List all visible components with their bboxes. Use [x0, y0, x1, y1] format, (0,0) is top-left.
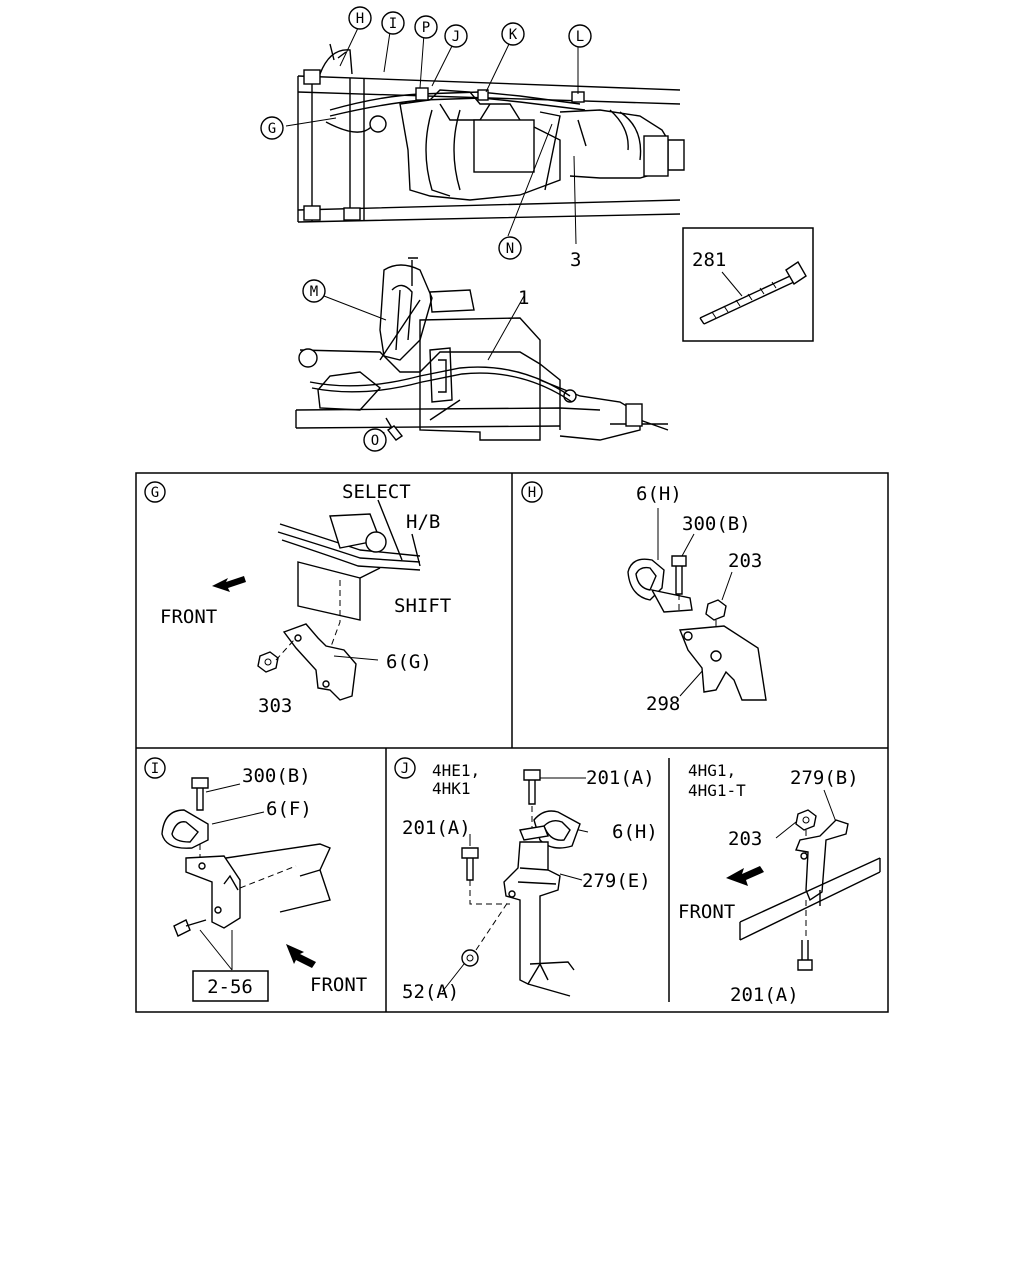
cable-tie-inset: 281: [682, 227, 814, 342]
label-front: FRONT: [310, 974, 367, 996]
svg-text:N: N: [506, 241, 514, 257]
chassis-top-view: [285, 27, 685, 245]
svg-text:G: G: [151, 485, 159, 501]
svg-text:P: P: [422, 20, 430, 36]
engine-variant-a-line1: 4HE1,: [432, 761, 480, 780]
svg-text:H: H: [528, 485, 536, 501]
svg-text:K: K: [509, 27, 518, 43]
bolt-icon: [461, 847, 479, 881]
part-203: 203: [728, 550, 762, 572]
front-arrow-icon: [286, 944, 316, 968]
callout-p: P: [414, 15, 438, 39]
nut-icon: [795, 809, 817, 831]
chassis-side-view: [295, 257, 669, 441]
callout-g: G: [260, 116, 284, 140]
part-303: 303: [258, 695, 292, 717]
part-279e: 279(E): [582, 870, 651, 892]
nut-icon: [461, 949, 479, 967]
label-shift: SHIFT: [394, 595, 451, 617]
bolt-icon: [671, 555, 687, 595]
callout-n: N: [498, 236, 522, 260]
part-201a-left: 201(A): [402, 817, 471, 839]
bolt-icon: [191, 777, 209, 811]
callout-k: K: [501, 22, 525, 46]
engine-variant-b-line2: 4HG1-T: [688, 781, 746, 800]
part-279b: 279(B): [790, 767, 859, 789]
part-6h: 6(H): [612, 821, 658, 843]
nut-icon: [257, 651, 279, 673]
part-52a: 52(A): [402, 981, 459, 1003]
part-203: 203: [728, 828, 762, 850]
part-298: 298: [646, 693, 680, 715]
svg-text:H: H: [356, 11, 364, 27]
callout-l: L: [568, 24, 592, 48]
detail-panel-j: J 4HE1, 4HK1 201(A) 201(A) 6(H) 279(E) 5…: [394, 757, 881, 1006]
front-arrow-icon: [726, 866, 764, 886]
part-number-1: 1: [518, 287, 529, 309]
part-201a: 201(A): [730, 984, 799, 1006]
svg-text:G: G: [268, 121, 276, 137]
svg-text:I: I: [151, 761, 159, 777]
svg-text:L: L: [576, 29, 584, 45]
engine-variant-b-line1: 4HG1,: [688, 761, 736, 780]
detail-panel-i: I 300(B) 6(F) FRONT 2-56: [144, 757, 367, 1002]
detail-panel-g: G SELECT H/B SHIFT FRONT 6(G) 303: [144, 481, 451, 717]
callout-m: M: [302, 279, 326, 303]
svg-text:O: O: [371, 433, 379, 449]
label-front: FRONT: [160, 606, 217, 628]
callout-o: O: [363, 428, 387, 452]
callout-i: I: [381, 11, 405, 35]
nut-icon: [705, 599, 727, 621]
front-arrow-icon: [212, 576, 246, 592]
svg-text:2-56: 2-56: [207, 976, 253, 998]
label-hb: H/B: [406, 511, 440, 533]
part-6f: 6(F): [266, 798, 312, 820]
label-select: SELECT: [342, 481, 411, 503]
part-300b: 300(B): [242, 765, 311, 787]
bolt-icon: [173, 919, 207, 937]
svg-text:I: I: [389, 16, 397, 32]
part-number-3: 3: [570, 249, 581, 271]
detail-panel-h: H 6(H) 300(B) 203 298: [521, 481, 767, 715]
part-300b: 300(B): [682, 513, 751, 535]
part-6g: 6(G): [386, 651, 432, 673]
callout-h: H: [348, 6, 372, 30]
svg-text:M: M: [310, 284, 318, 300]
svg-text:J: J: [401, 761, 409, 777]
part-number-281: 281: [692, 249, 726, 271]
callout-j: J: [444, 24, 468, 48]
bolt-icon: [797, 940, 813, 971]
reference-box: 2-56: [192, 970, 269, 1002]
part-201a-top: 201(A): [586, 767, 655, 789]
bolt-icon: [523, 769, 541, 805]
svg-text:J: J: [452, 29, 460, 45]
label-front: FRONT: [678, 901, 735, 923]
engine-variant-a-line2: 4HK1: [432, 779, 471, 798]
part-6h: 6(H): [636, 483, 682, 505]
